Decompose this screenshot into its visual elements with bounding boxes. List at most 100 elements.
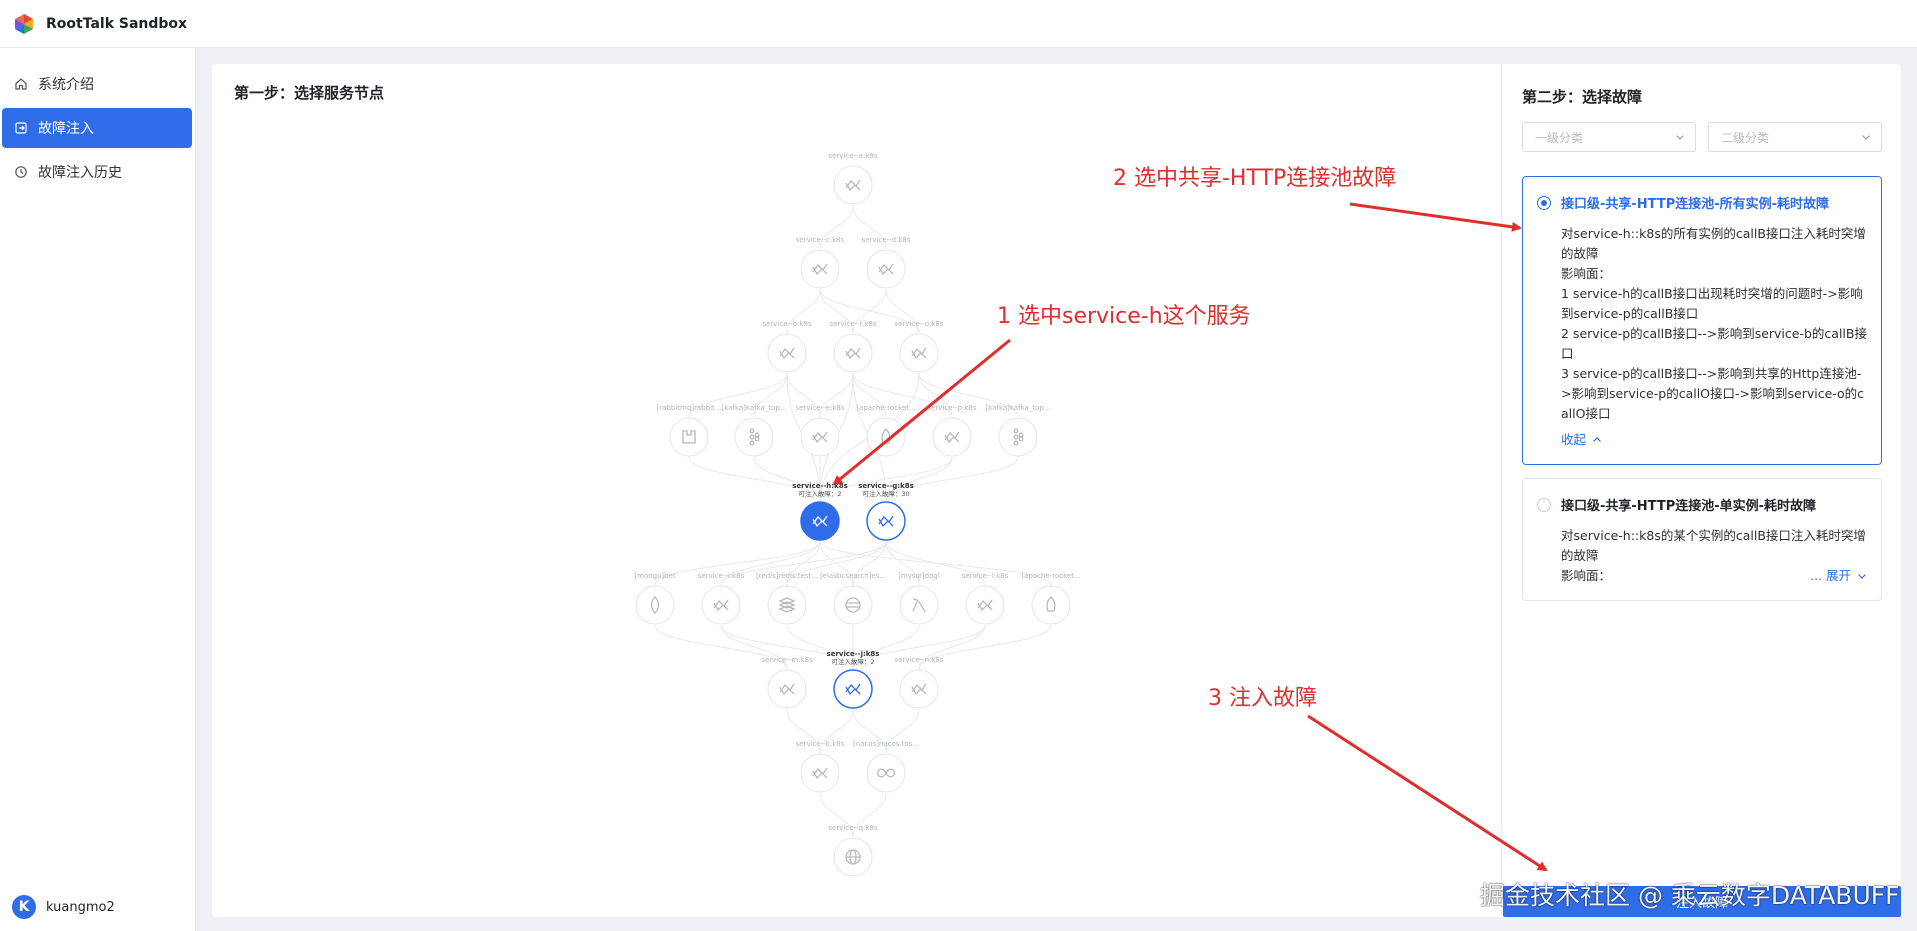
- node-label: service--e:k8s: [796, 404, 845, 412]
- service-icon: [779, 347, 795, 360]
- node-label: service--k:k8s: [796, 740, 845, 748]
- globe-icon: [845, 849, 861, 865]
- graph-node[interactable]: [elasticsearch]es...: [820, 572, 886, 625]
- rocketmq-icon: [1046, 596, 1056, 612]
- graph-node[interactable]: service--m:k8s: [761, 656, 813, 709]
- sidebar-item-intro[interactable]: 系统介绍: [2, 64, 192, 104]
- node-label: service--i:k8s: [698, 572, 745, 580]
- graph-node[interactable]: service--o:k8s: [894, 320, 944, 373]
- node-circle: [767, 333, 807, 373]
- sidebar-item-history[interactable]: 故障注入历史: [2, 152, 192, 192]
- graph-node[interactable]: [redis]redis:test...: [756, 572, 818, 625]
- node-fault-count: 可注入故障：2: [798, 489, 841, 498]
- fault-radio[interactable]: [1537, 497, 1551, 512]
- graph-edge: [654, 624, 788, 670]
- graph-edge: [852, 624, 920, 670]
- graph-edge: [852, 540, 887, 586]
- fault-title: 接口级-共享-HTTP连接池-单实例-耗时故障: [1561, 499, 1817, 514]
- graph-node[interactable]: service--n:k8s: [894, 656, 944, 709]
- node-circle: [800, 417, 840, 457]
- elasticsearch-icon: [845, 597, 861, 613]
- graph-edge: [819, 792, 854, 838]
- graph-edge: [819, 204, 854, 250]
- graph-node[interactable]: [rabbitmq]rabbit...: [657, 404, 722, 457]
- graph-node[interactable]: service--c:k8s: [796, 236, 845, 289]
- node-label: [rabbitmq]rabbit...: [657, 404, 722, 412]
- graph-edge: [688, 372, 788, 418]
- node-label: [kafka]kafka_top...: [986, 404, 1051, 412]
- node-circle: [932, 417, 972, 457]
- node-label: service--c:k8s: [796, 236, 845, 244]
- secondary-category-select[interactable]: 二级分类: [1708, 122, 1882, 152]
- graph-node[interactable]: service--p:k8s: [927, 404, 977, 457]
- chevron-down-icon: [1862, 135, 1870, 140]
- expand-link[interactable]: ... 展开: [1810, 566, 1867, 586]
- node-circle: [866, 249, 906, 289]
- graph-node[interactable]: [kafka]kafka_top...: [986, 404, 1051, 457]
- sidebar-item-label: 故障注入: [38, 121, 94, 137]
- fault-desc-row: 影响面： ... 展开: [1561, 566, 1867, 586]
- collapse-link[interactable]: 收起: [1561, 430, 1602, 450]
- sidebar-item-fault-inject[interactable]: 故障注入: [2, 108, 192, 148]
- graph-edge: [885, 288, 920, 334]
- graph-edge: [720, 540, 887, 586]
- service-icon: [878, 515, 894, 528]
- service-icon: [845, 683, 861, 696]
- graph-node[interactable]: [mongo]bet: [634, 572, 676, 625]
- graph-node[interactable]: [apache-rocket...: [1021, 572, 1081, 625]
- graph-node[interactable]: service--l:k8s: [962, 572, 1009, 625]
- fault-card-single-instance[interactable]: 接口级-共享-HTTP连接池-单实例-耗时故障 对service-h::k8s的…: [1522, 478, 1882, 601]
- fault-radio[interactable]: [1537, 195, 1551, 210]
- fault-card-all-instances[interactable]: 接口级-共享-HTTP连接池-所有实例-耗时故障 对service-h::k8s…: [1522, 176, 1882, 465]
- node-circle: [833, 669, 873, 709]
- app-logo-icon: [15, 13, 33, 34]
- node-label: service--d:k8s: [861, 236, 910, 244]
- service-icon: [812, 431, 828, 444]
- graph-edge: [786, 624, 854, 670]
- primary-category-select[interactable]: 一级分类: [1522, 122, 1696, 152]
- service-icon: [812, 263, 828, 276]
- node-label: service--q:k8s: [828, 824, 877, 832]
- user-profile[interactable]: K kuangmo2: [12, 895, 115, 919]
- graph-node[interactable]: [mysql]dogl: [898, 572, 940, 625]
- graph-node[interactable]: service--e:k8s: [796, 404, 845, 457]
- graph-node[interactable]: [apache-rocket...: [856, 404, 916, 457]
- avatar: K: [12, 895, 36, 919]
- graph-node[interactable]: service--q:k8s: [828, 824, 878, 877]
- node-circle: [701, 585, 741, 625]
- sidebar-item-label: 系统介绍: [38, 77, 94, 93]
- graph-node[interactable]: service--b:k8s: [762, 320, 812, 373]
- graph-node[interactable]: service--a:k8s: [829, 152, 878, 205]
- node-label: service--a:k8s: [829, 152, 878, 160]
- node-label: service--m:k8s: [761, 656, 813, 664]
- node-circle: [1031, 585, 1071, 625]
- node-circle: [833, 333, 873, 373]
- graph-edge: [819, 288, 854, 334]
- username: kuangmo2: [46, 899, 115, 915]
- graph-edge: [885, 708, 920, 754]
- node-fault-count: 可注入故障：2: [831, 657, 874, 666]
- graph-node[interactable]: service--f:k8s: [830, 320, 877, 373]
- node-label: service--j:k8s: [827, 650, 880, 658]
- node-circle: [866, 417, 906, 457]
- kafka-icon: [749, 428, 760, 446]
- service-icon: [977, 599, 993, 612]
- graph-node[interactable]: [nacos]nacos.tos...: [853, 740, 919, 793]
- graph-node[interactable]: service--d:k8s: [861, 236, 911, 289]
- graph-node[interactable]: [kafka]kafka_top...: [722, 404, 787, 457]
- sidebar-item-label: 故障注入历史: [38, 165, 122, 181]
- graph-edge: [918, 624, 986, 670]
- node-label: [mongo]bet: [634, 572, 675, 580]
- graph-node[interactable]: service--i:k8s: [698, 572, 745, 625]
- step2-title: 第二步：选择故障: [1522, 88, 1643, 106]
- node-label: [nacos]nacos.tos...: [853, 740, 919, 748]
- graph-node[interactable]: service--k:k8s: [796, 740, 845, 793]
- service-icon: [812, 515, 828, 528]
- graph-edge: [720, 624, 854, 670]
- category-selects: 一级分类 二级分类: [1522, 122, 1882, 152]
- inject-fault-button[interactable]: 注入故障: [1503, 886, 1901, 917]
- fault-desc-line: 对service-h::k8s的所有实例的callB接口注入耗时突增的故障: [1561, 226, 1866, 261]
